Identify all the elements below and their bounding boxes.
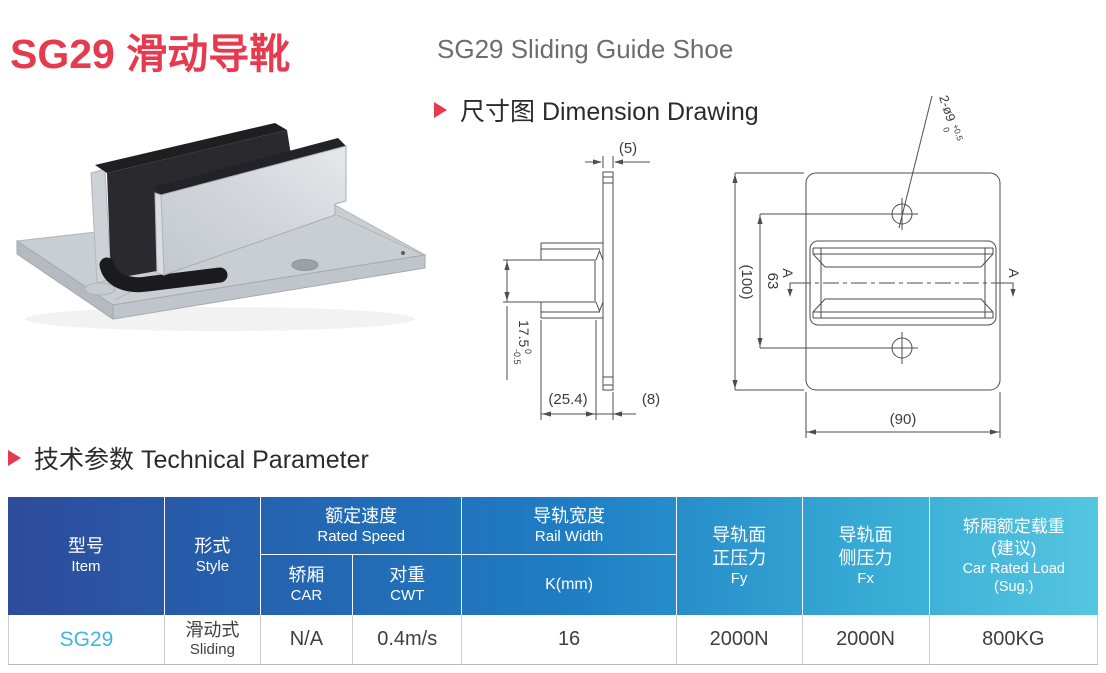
dim-label-8: (8) bbox=[642, 391, 660, 408]
cell-load: 800KG bbox=[929, 615, 1098, 665]
cell-cwt-speed: 0.4m/s bbox=[352, 615, 463, 665]
col-header-rail-width-en: Rail Width bbox=[534, 527, 604, 545]
col-header-load-cn1: 轿厢额定载重 bbox=[962, 517, 1065, 537]
item-code-link[interactable]: SG29 bbox=[59, 627, 114, 651]
dimension-drawing: (5) 17.5 0 -0.5 (25.4) (8) bbox=[503, 93, 1022, 438]
product-photo bbox=[15, 123, 427, 331]
section-view: (5) 17.5 0 -0.5 (25.4) (8) bbox=[503, 140, 660, 420]
col-header-fy-en: Fy bbox=[730, 569, 748, 587]
hole-callout-tol-upper: +0.5 bbox=[950, 123, 965, 142]
col-header-k-mm-label: K(mm) bbox=[545, 575, 594, 593]
page-title: SG29 滑动导靴 bbox=[10, 31, 291, 77]
col-header-item-cn: 型号 bbox=[67, 536, 104, 557]
col-header-car-cn: 轿厢 bbox=[288, 565, 325, 586]
cell-style-cn: 滑动式 bbox=[185, 619, 240, 640]
col-header-style-cn: 形式 bbox=[194, 536, 231, 557]
col-header-fy: 导轨面 正压力 Fy bbox=[677, 497, 803, 615]
col-header-car-en: CAR bbox=[290, 587, 323, 605]
col-header-rated-speed: 额定速度 Rated Speed bbox=[260, 497, 463, 555]
col-header-car: 轿厢 CAR bbox=[261, 555, 353, 615]
dim-label-25-4: (25.4) bbox=[548, 391, 587, 408]
dim-label-17-5-tol-upper: 0 bbox=[523, 349, 533, 354]
dim-label-63: 63 bbox=[764, 273, 781, 290]
col-header-item-en: Item bbox=[71, 558, 101, 576]
dim-label-5: (5) bbox=[619, 140, 637, 157]
cell-car-speed: N/A bbox=[260, 615, 353, 665]
page-subtitle: SG29 Sliding Guide Shoe bbox=[437, 34, 734, 64]
col-header-style: 形式 Style bbox=[165, 497, 261, 615]
col-header-load-en2: (Sug.) bbox=[994, 578, 1034, 595]
dim-label-17-5-tol-lower: -0.5 bbox=[512, 349, 522, 365]
col-header-fy-cn2: 正压力 bbox=[712, 547, 767, 568]
col-header-fx-cn1: 导轨面 bbox=[838, 524, 893, 545]
section-marker-a-left: A bbox=[780, 268, 796, 278]
col-header-fx: 导轨面 侧压力 Fx bbox=[803, 497, 930, 615]
technical-parameter-table: 型号 Item 形式 Style 额定速度 Rated Speed 导轨宽度 R… bbox=[8, 497, 1098, 665]
dimension-section-heading: 尺寸图 Dimension Drawing bbox=[434, 92, 759, 128]
col-header-cwt-en: CWT bbox=[390, 587, 425, 605]
dim-label-90: (90) bbox=[890, 411, 917, 428]
col-header-fy-cn1: 导轨面 bbox=[712, 524, 767, 545]
cell-fy: 2000N bbox=[676, 615, 803, 665]
dim-label-100: (100) bbox=[738, 264, 755, 299]
col-header-rated-speed-cn: 额定速度 bbox=[325, 505, 398, 526]
col-header-load-en1: Car Rated Load bbox=[962, 560, 1065, 577]
technical-section-title: 技术参数 Technical Parameter bbox=[34, 446, 369, 474]
col-header-rated-speed-en: Rated Speed bbox=[317, 527, 405, 545]
triangle-bullet-icon bbox=[434, 102, 447, 118]
col-header-rail-width-cn: 导轨宽度 bbox=[533, 505, 606, 526]
cell-style: 滑动式 Sliding bbox=[164, 615, 261, 665]
cell-item: SG29 bbox=[8, 615, 165, 665]
cell-rail-width: 16 bbox=[462, 615, 677, 665]
cell-style-en: Sliding bbox=[189, 641, 235, 659]
front-view: 2-ø9 +0.5 0 A A (100) bbox=[732, 93, 1022, 438]
col-header-style-en: Style bbox=[195, 558, 230, 576]
hole-callout-label: 2-ø9 bbox=[936, 93, 959, 123]
section-marker-a-right: A bbox=[1006, 268, 1022, 278]
cell-fx: 2000N bbox=[802, 615, 930, 665]
table-row: SG29 滑动式 Sliding N/A 0.4m/s 16 2000N 200… bbox=[8, 615, 1098, 665]
col-header-load: 轿厢额定载重 (建议) Car Rated Load (Sug.) bbox=[930, 497, 1098, 615]
col-header-item: 型号 Item bbox=[8, 497, 165, 615]
col-header-load-cn2: (建议) bbox=[991, 538, 1037, 558]
dim-label-17-5: 17.5 bbox=[516, 320, 532, 347]
col-header-cwt-cn: 对重 bbox=[389, 565, 426, 586]
dimension-section-title: 尺寸图 Dimension Drawing bbox=[460, 98, 759, 126]
technical-section-heading: 技术参数 Technical Parameter bbox=[8, 440, 369, 476]
col-header-k-mm: K(mm) bbox=[462, 555, 677, 615]
col-header-rail-width: 导轨宽度 Rail Width bbox=[462, 497, 677, 555]
hole-callout-tol-lower: 0 bbox=[941, 126, 952, 134]
col-header-cwt: 对重 CWT bbox=[353, 555, 463, 615]
triangle-bullet-icon bbox=[8, 450, 21, 466]
col-header-fx-en: Fx bbox=[857, 569, 874, 587]
col-header-fx-cn2: 侧压力 bbox=[838, 547, 893, 568]
